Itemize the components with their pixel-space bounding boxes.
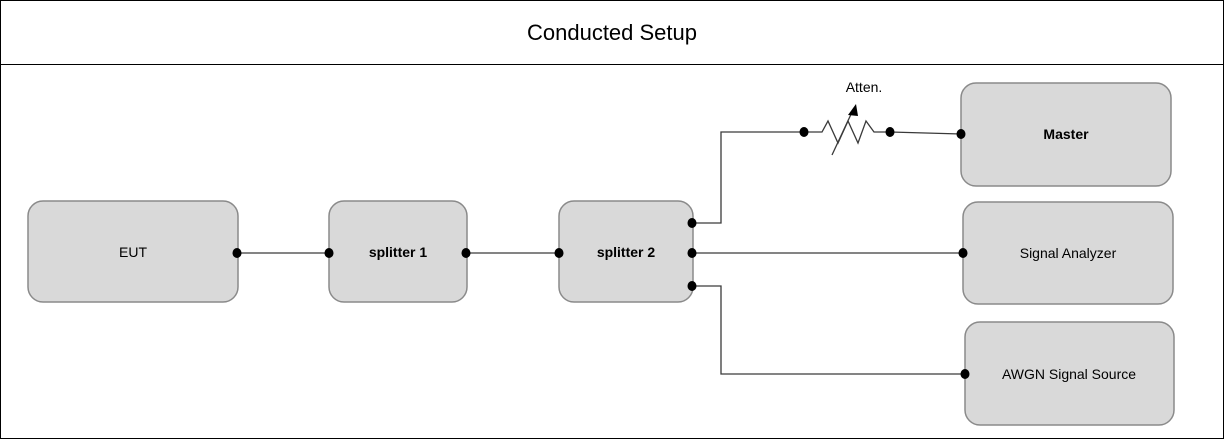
attenuator-arrow-head [848,104,858,116]
node-splitter1-label: splitter 1 [369,244,428,260]
node-signal-analyzer: Signal Analyzer [962,201,1174,305]
attenuator-arrow-shaft [831,109,854,156]
node-awgn-label: AWGN Signal Source [1002,366,1136,382]
node-splitter1: splitter 1 [328,200,468,303]
ports [232,127,970,379]
port-analyzer-in [958,248,968,258]
wire-splitter2-awgn [692,285,965,375]
port-splitter1-out [461,248,471,258]
node-master-label: Master [1043,126,1089,142]
wire-atten-master [889,131,962,135]
port-atten-out [885,127,895,137]
port-eut-out [232,248,242,258]
port-awgn-in [960,369,970,379]
node-eut: EUT [27,200,239,303]
attenuator-label: Atten. [846,79,883,95]
port-splitter2-in [554,248,564,258]
port-splitter2-out-2 [687,248,697,258]
node-splitter2-label: splitter 2 [597,244,656,260]
port-splitter2-out-1 [687,218,697,228]
wire-splitter2-atten [692,131,804,224]
port-splitter2-out-3 [687,281,697,291]
port-master-in [956,129,966,139]
diagram-title: Conducted Setup [1,1,1223,65]
node-eut-label: EUT [119,244,147,260]
node-master: Master [960,82,1172,187]
port-atten-in [799,127,809,137]
port-splitter1-in [324,248,334,258]
node-splitter2: splitter 2 [558,200,694,303]
node-signal-analyzer-label: Signal Analyzer [1020,245,1117,261]
node-awgn: AWGN Signal Source [964,321,1175,426]
